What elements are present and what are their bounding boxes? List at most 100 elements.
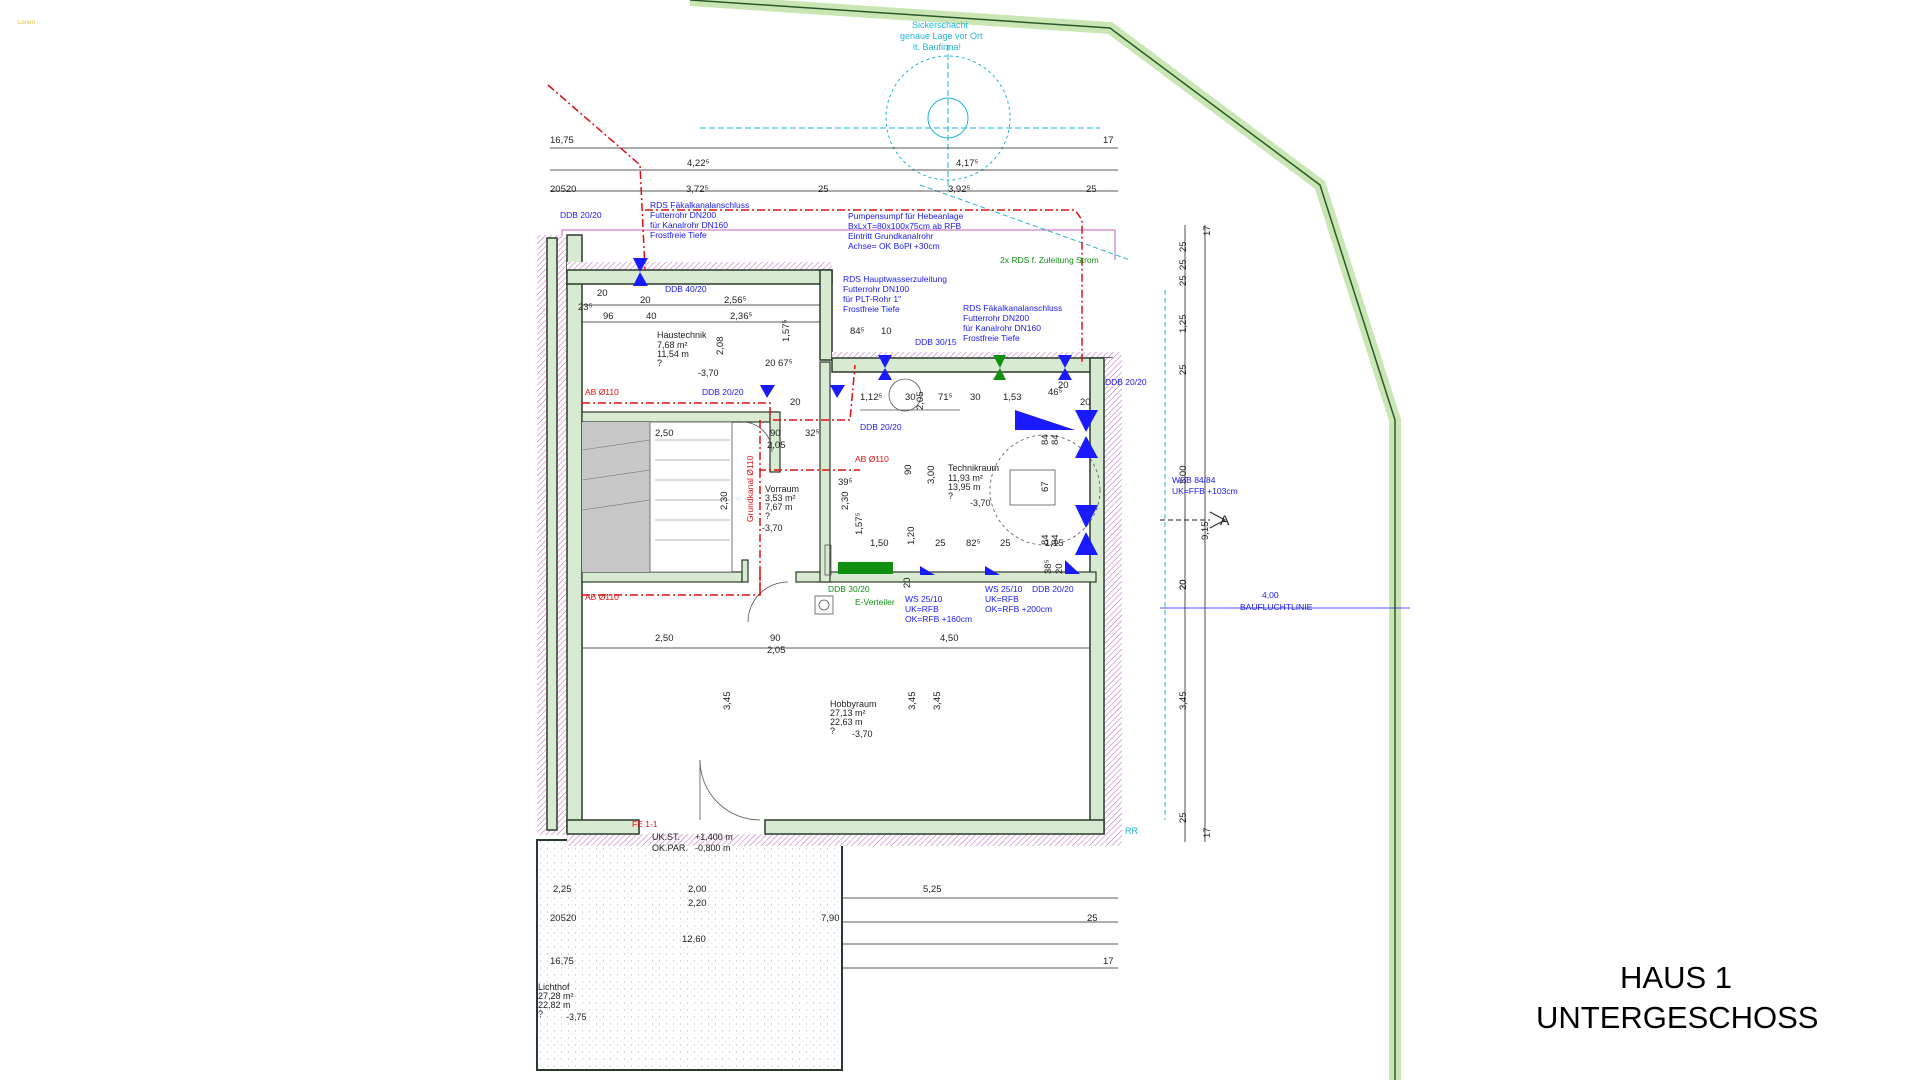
room-perimeter: 13,95 m	[948, 482, 981, 492]
pipe-markers	[633, 258, 1098, 575]
dim: 2,20	[688, 898, 707, 909]
room-q: ?	[765, 511, 770, 521]
dim: 7,90	[821, 913, 840, 924]
dim: 1,50	[870, 538, 889, 549]
dim: 25	[935, 538, 946, 549]
room-q: ?	[657, 358, 662, 368]
room-name: Lichthof	[538, 982, 570, 992]
room-q: ?	[538, 1009, 543, 1019]
section-marker	[1160, 511, 1227, 529]
corner-stamp: Lorem	[18, 20, 35, 26]
note-rds-faekal-2-3: für Kanalrohr DN160	[963, 323, 1041, 333]
plan-title-line-2: UNTERGESCHOSS	[1536, 1000, 1818, 1035]
dim: 46⁵	[1048, 387, 1063, 398]
dim: 39⁵	[838, 477, 853, 488]
note-wdb-2: UK=FFB +103cm	[1172, 486, 1238, 496]
dim: 25	[1086, 184, 1097, 195]
dim: 20	[790, 397, 801, 408]
room-level: -3,70	[970, 498, 991, 508]
room-level: -3,75	[566, 1012, 587, 1022]
room-hobbyraum: Hobbyraum 27,13 m² 22,63 m ? -3,70	[830, 699, 877, 739]
dim: 71⁵	[938, 392, 953, 403]
note-pumpensumpf-3: Eintritt Grundkanalrohr	[848, 231, 934, 241]
room-level: -3,70	[698, 368, 719, 378]
dim: 3,45	[1178, 692, 1189, 711]
note-rds-faekal-1-1: RDS Fäkalkanalanschluss	[650, 200, 749, 210]
power-conduit-marker	[993, 355, 1006, 380]
note-okpar: OK.PAR.	[652, 843, 688, 853]
dim: 2,05	[915, 392, 926, 411]
note-ws-a-3: OK=RFB +160cm	[905, 614, 972, 624]
dim: 20	[1080, 397, 1091, 408]
note-ddb-20-20-d: DDB 20/20	[860, 422, 902, 432]
dim: 2,00	[688, 884, 707, 895]
dim: 20	[1058, 380, 1069, 391]
note-rds-faekal-1-4: Frostfreie Tiefe	[650, 230, 707, 240]
dim: 20	[640, 295, 651, 306]
dim: 25	[1178, 241, 1189, 252]
note-ddb-30-20: DDB 30/20	[828, 584, 870, 594]
note-wdb-1: WDB 84/84	[1172, 475, 1216, 485]
room-area: 11,93 m²	[948, 473, 983, 483]
dim: 5,25	[923, 884, 942, 895]
dim: 2,56⁵	[724, 295, 746, 306]
dim: 84	[1050, 534, 1061, 545]
dim: 3,45	[932, 692, 943, 711]
dim: 90	[770, 428, 781, 439]
room-area: 27,13 m²	[830, 708, 866, 718]
dim: 25	[1087, 913, 1098, 924]
staircase	[581, 421, 733, 573]
dim: 10	[881, 326, 892, 337]
room-vorraum: Vorraum 3,53 m² 7,67 m ? -3,70	[762, 484, 799, 533]
dim: 17	[1103, 956, 1114, 967]
room-perimeter: 22,63 m	[830, 717, 863, 727]
dim: 2,30	[719, 492, 730, 511]
dim: 16,75	[550, 956, 574, 967]
room-lichthof: Lichthof 27,28 m² 22,82 m ? -3,75	[538, 982, 587, 1022]
note-ws-b-2: UK=RFB	[985, 594, 1019, 604]
dim: 90	[770, 633, 781, 644]
note-rds-faekal-2-2: Futterrohr DN200	[963, 313, 1029, 323]
note-e-verteiler: E-Verteiler	[855, 597, 895, 607]
note-rds-hauptwasser-3: für PLT-Rohr 1"	[843, 294, 901, 304]
dim: 30	[970, 392, 981, 403]
note-ab-1: AB Ø110	[585, 387, 619, 397]
dim: 1,57⁵	[781, 320, 792, 342]
dim: 25	[1178, 259, 1189, 270]
room-level: -3,70	[852, 729, 873, 739]
dim: 17	[1103, 135, 1114, 146]
section-a-label: A	[1220, 512, 1230, 528]
dim: 4,17⁵	[956, 158, 978, 169]
dim: 82⁵	[966, 538, 981, 549]
dim: 4,22⁵	[687, 158, 709, 169]
note-rds-faekal-1-2: Futterrohr DN200	[650, 210, 716, 220]
dim: 20	[765, 358, 776, 369]
dim: 17	[1202, 225, 1213, 236]
room-haustechnik: Haustechnik 7,68 m² 11,54 m ? -3,70	[657, 330, 719, 378]
dim: 20	[1178, 579, 1189, 590]
note-sickerschacht-1: Sickerschacht	[912, 20, 969, 30]
dim: 16,75	[550, 135, 574, 146]
dim: 30	[905, 392, 916, 403]
dim: 3,92⁵	[948, 184, 970, 195]
note-sickerschacht-2: genaue Lage vor Ort	[900, 31, 983, 41]
dim: 2,05	[767, 440, 786, 451]
note-ddb-30-15: DDB 30/15	[915, 337, 957, 347]
note-rds-faekal-2-4: Frostfreie Tiefe	[963, 333, 1020, 343]
dim: 20	[597, 288, 608, 299]
bauflucht-dim: 4,00	[1262, 590, 1279, 600]
dim: 20	[902, 577, 913, 588]
dim: 25	[1000, 538, 1011, 549]
note-fe: FE 1-1	[632, 819, 658, 829]
dim: 3,72⁵	[686, 184, 708, 195]
bauflucht-label: BAUFLUCHTLINIE	[1240, 602, 1313, 612]
note-ddb-20-20-b: DDB 20/20	[1105, 377, 1147, 387]
dim: 1,53	[1003, 392, 1022, 403]
dim: 3,00	[926, 466, 937, 485]
room-name: Hobbyraum	[830, 699, 877, 709]
room-area: 7,68 m²	[657, 340, 688, 350]
room-perimeter: 11,54 m	[657, 349, 689, 359]
note-rr: RR	[1125, 826, 1138, 836]
dim: 23⁵	[578, 302, 593, 313]
